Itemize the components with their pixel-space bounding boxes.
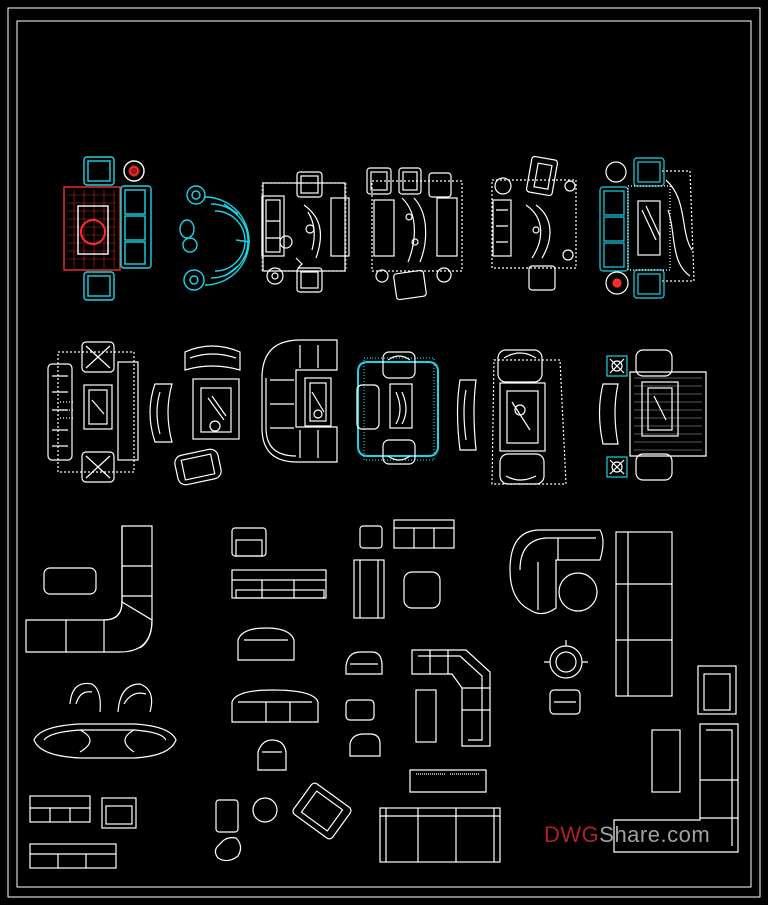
watermark-share: Share.com <box>599 822 711 847</box>
sofa-set-10 <box>356 351 439 465</box>
watermark: DWGShare.com <box>544 822 710 848</box>
sofa-set-7 <box>47 341 139 483</box>
sofa-set-8 <box>149 345 241 486</box>
sofa-set-5 <box>491 155 577 291</box>
sectional-blocks <box>345 519 501 863</box>
watermark-dwg: DWG <box>544 822 600 847</box>
sofa-set-11 <box>456 349 567 485</box>
sofa-set-3 <box>261 171 350 293</box>
l-sofa-blocks <box>25 525 177 869</box>
misc-sofa-blocks <box>509 529 739 853</box>
armchair-blocks <box>214 527 352 862</box>
sofa-set-12 <box>598 349 707 481</box>
sofa-set-6 <box>599 157 695 299</box>
sofa-set-1 <box>63 156 152 301</box>
sofa-set-4 <box>366 167 463 301</box>
drawing-border <box>7 7 761 898</box>
sofa-set-2 <box>179 185 251 291</box>
sofa-set-9 <box>261 339 338 463</box>
